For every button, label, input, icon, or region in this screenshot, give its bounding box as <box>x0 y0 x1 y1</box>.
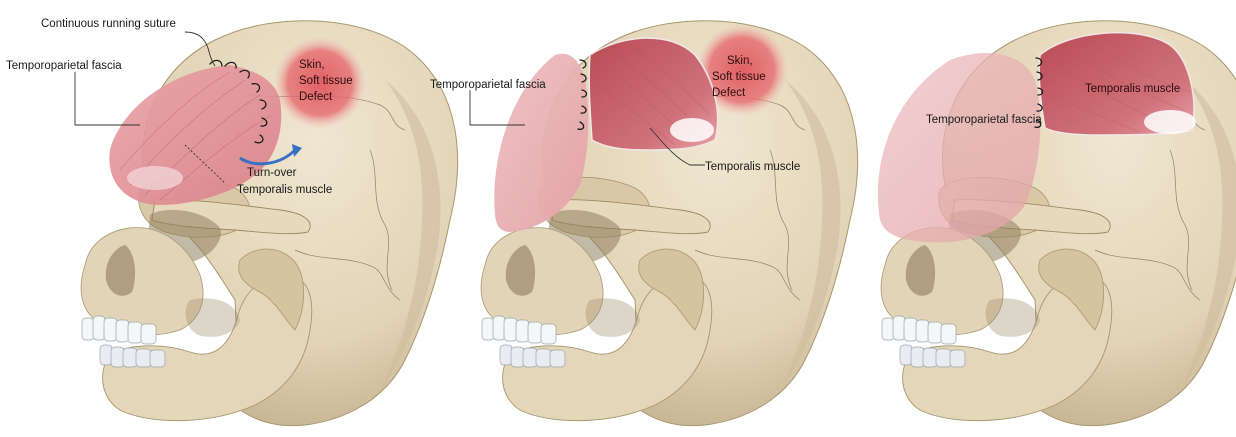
fascia-label-1: Temporoparietal fascia <box>6 60 122 72</box>
panel-3 <box>878 21 1236 426</box>
panel-1 <box>75 21 458 426</box>
defect-label-1b: Soft tissue <box>299 75 353 87</box>
muscle-label-1: Temporalis muscle <box>237 184 332 196</box>
suture-label: Continuous running suture <box>41 18 176 30</box>
muscle-label-2: Temporalis muscle <box>705 161 800 173</box>
fascia-graft-3 <box>878 53 1040 243</box>
defect-label-1c: Defect <box>299 91 333 103</box>
fascia-label-3: Temporoparietal fascia <box>926 114 1042 126</box>
turnover-label: Turn-over <box>247 167 297 179</box>
muscle-label-3: Temporalis muscle <box>1085 83 1180 95</box>
defect-label-2b: Soft tissue <box>712 71 766 83</box>
defect-label-1a: Skin, <box>299 59 325 71</box>
defect-label-2a: Skin, <box>727 55 753 67</box>
fascia-label-2: Temporoparietal fascia <box>430 79 546 91</box>
defect-label-2c: Defect <box>712 87 746 99</box>
